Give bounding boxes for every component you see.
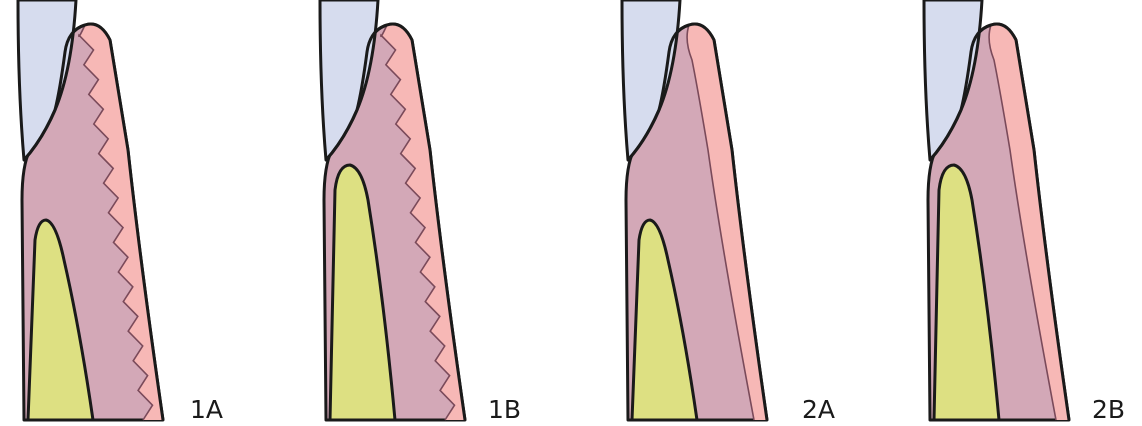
panel-2a: 2A (622, 0, 835, 422)
panel-label-2a: 2A (802, 395, 835, 422)
panel-2b: 2B (924, 0, 1125, 422)
panel-label-1b: 1B (488, 395, 521, 422)
panel-label-2b: 2B (1092, 395, 1125, 422)
panel-label-1a: 1A (190, 395, 223, 422)
figure-caption (0, 0, 1142, 9)
panel-1b: 1B (320, 0, 521, 422)
panel-1a: 1A (18, 0, 223, 422)
